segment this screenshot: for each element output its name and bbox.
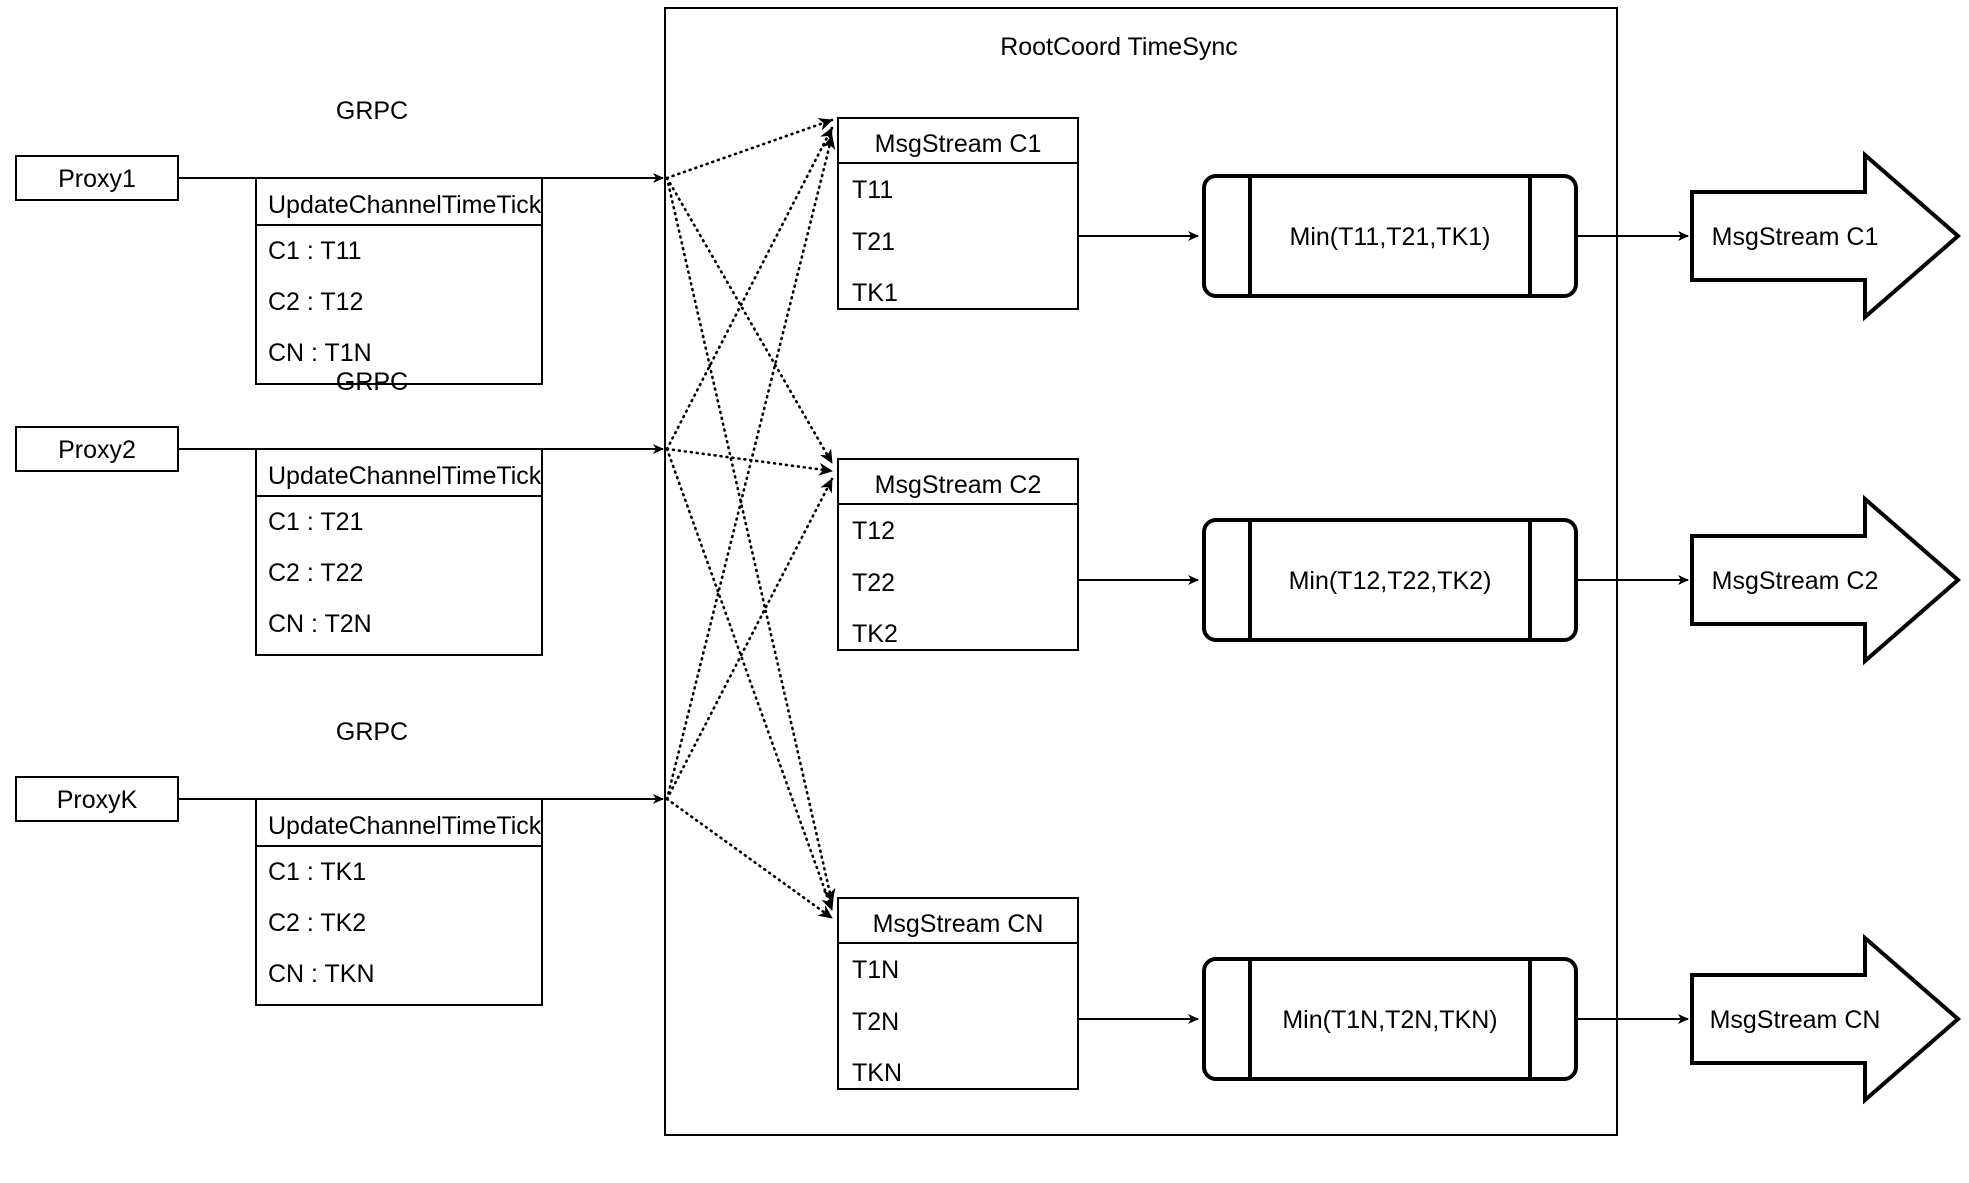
output-block-arrow-label-2: MsgStream C2 [1712, 567, 1879, 595]
msgstream-row-3-0: T1N [852, 956, 899, 984]
update-box-row-2-1: C2 : T22 [268, 559, 363, 587]
min-process-label-1: Min(T11,T21,TK1) [1290, 223, 1491, 251]
update-box-row-3-2: CN : TKN [268, 960, 375, 988]
update-box-header-2: UpdateChannelTimeTick [268, 462, 542, 490]
output-block-arrow-1 [1690, 150, 1962, 322]
output-block-arrow-2 [1690, 494, 1962, 666]
update-box-row-3-0: C1 : TK1 [268, 858, 366, 886]
msgstream-row-1-2: TK1 [852, 279, 898, 307]
min-process-label-3: Min(T1N,T2N,TKN) [1282, 1006, 1497, 1034]
grpc-label-3: GRPC [336, 718, 408, 746]
dispatch-link-p1-c2 [665, 176, 834, 465]
dispatch-link-p1-c1 [665, 118, 834, 180]
update-box-row-1-2: CN : T1N [268, 339, 372, 367]
output-block-arrow-label-3: MsgStream CN [1710, 1006, 1881, 1034]
msgstream-box-2 [837, 458, 1079, 651]
proxy-box-1[interactable] [15, 155, 179, 201]
msgstream-header-3: MsgStream CN [873, 910, 1044, 938]
proxy-label-3: ProxyK [57, 786, 138, 814]
msgstream-header-1: MsgStream C1 [875, 130, 1042, 158]
update-box-row-2-0: C1 : T21 [268, 508, 363, 536]
msgstream-row-3-2: TKN [852, 1059, 902, 1087]
min-process-label-2: Min(T12,T22,TK2) [1289, 567, 1492, 595]
dispatch-link-p1-cn [665, 176, 836, 904]
proxy-label-1: Proxy1 [58, 165, 136, 193]
update-channel-timetick-box-3 [255, 798, 543, 1006]
dispatch-link-pk-c1 [665, 134, 836, 801]
update-box-header-3: UpdateChannelTimeTick [268, 812, 542, 840]
msgstream-row-2-1: T22 [852, 569, 895, 597]
proxy-box-3[interactable] [15, 776, 179, 822]
container-title: RootCoord TimeSync [1000, 33, 1238, 61]
msgstream-row-2-2: TK2 [852, 620, 898, 648]
update-channel-timetick-box-2 [255, 448, 543, 656]
update-channel-timetick-box-1 [255, 177, 543, 385]
dispatch-link-p2-c2 [665, 447, 834, 476]
grpc-label-2: GRPC [336, 368, 408, 396]
proxy-label-2: Proxy2 [58, 436, 136, 464]
dispatch-link-p2-cn [665, 447, 834, 912]
update-box-header-1: UpdateChannelTimeTick [268, 191, 542, 219]
msgstream-box-1 [837, 117, 1079, 310]
msgstream-box-3 [837, 897, 1079, 1090]
msgstream-row-2-0: T12 [852, 517, 895, 545]
msgstream-row-1-1: T21 [852, 228, 895, 256]
grpc-label-1: GRPC [336, 97, 408, 125]
update-box-row-3-1: C2 : TK2 [268, 909, 366, 937]
output-block-arrow-3 [1690, 933, 1962, 1105]
output-block-arrow-label-1: MsgStream C1 [1712, 223, 1879, 251]
msgstream-row-3-1: T2N [852, 1008, 899, 1036]
dispatch-link-pk-cn [665, 797, 834, 920]
update-box-row-2-2: CN : T2N [268, 610, 372, 638]
msgstream-header-2: MsgStream C2 [875, 471, 1042, 499]
dispatch-link-pk-c2 [665, 477, 834, 801]
msgstream-row-1-0: T11 [852, 176, 893, 204]
update-box-row-1-0: C1 : T11 [268, 237, 362, 265]
update-box-row-1-1: C2 : T12 [268, 288, 363, 316]
dispatch-link-p2-c1 [665, 126, 834, 451]
